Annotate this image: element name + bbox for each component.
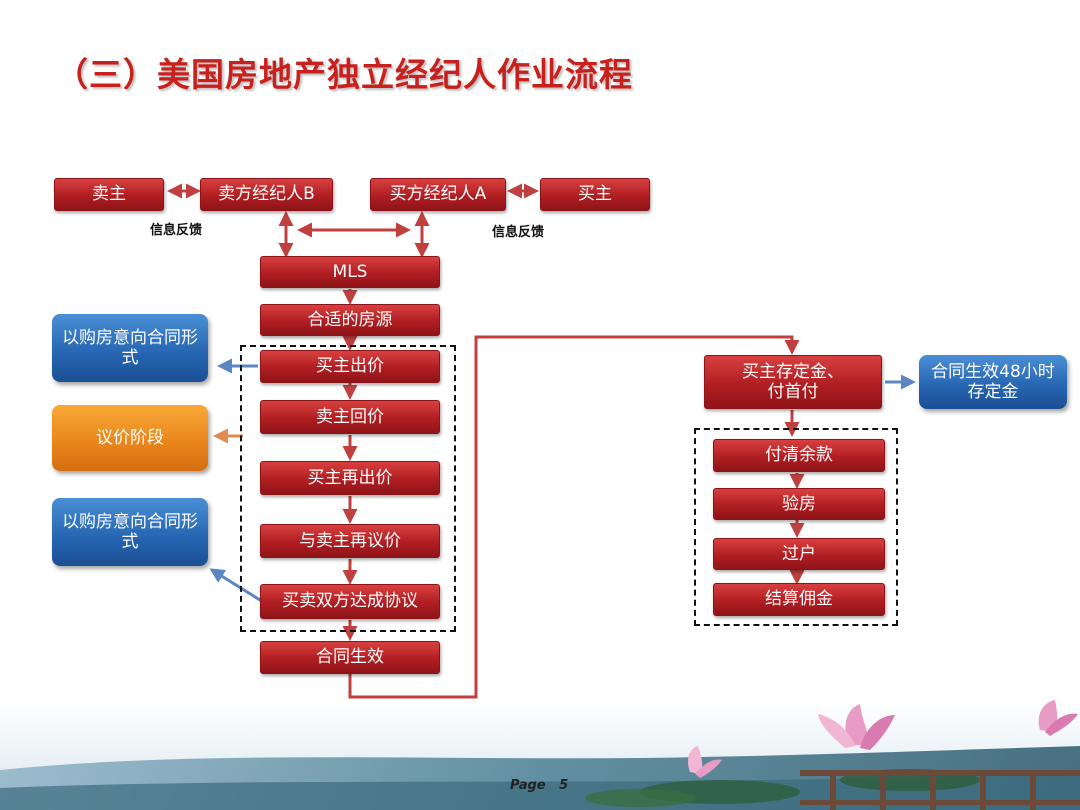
page-title: （三）美国房地产独立经纪人作业流程 [55,55,633,94]
flow-step-suitable-listing: 合适的房源 [260,304,440,336]
page-number: Page 5 [510,778,568,793]
intent-contract-box-2: 以购房意向合同形式 [52,498,208,566]
flow-step-agreement: 买卖双方达成协议 [260,584,440,619]
lotus-footer-decoration [0,700,1080,810]
feedback-label-left: 信息反馈 [150,223,203,238]
buyer-agent-box: 买方经纪人A [370,178,506,211]
flow-step-buyer-reoffer: 买主再出价 [260,461,440,495]
intent-contract-box-1: 以购房意向合同形式 [52,314,208,382]
flow-step-renegotiate: 与卖主再议价 [260,524,440,558]
negotiation-stage-box: 议价阶段 [52,405,208,471]
closing-step-inspection: 验房 [713,488,885,520]
feedback-label-right: 信息反馈 [492,225,545,240]
closing-step-commission: 结算佣金 [713,583,885,616]
closing-group [694,428,898,626]
closing-step-transfer: 过户 [713,538,885,570]
deposit-box: 买主存定金、付首付 [704,355,882,409]
seller-agent-box: 卖方经纪人B [200,178,333,211]
buyer-box: 买主 [540,178,650,211]
page-label: Page [510,778,546,793]
closing-step-pay-balance: 付清余款 [713,439,885,472]
flow-step-mls: MLS [260,256,440,288]
contract-effective-48h-box: 合同生效48小时存定金 [919,355,1067,409]
flow-step-seller-counter: 卖主回价 [260,400,440,434]
negotiation-group [240,345,456,632]
flow-step-contract-effective: 合同生效 [260,641,440,674]
page-number-value: 5 [559,778,569,793]
flow-step-buyer-offer: 买主出价 [260,350,440,383]
seller-box: 卖主 [54,178,164,211]
